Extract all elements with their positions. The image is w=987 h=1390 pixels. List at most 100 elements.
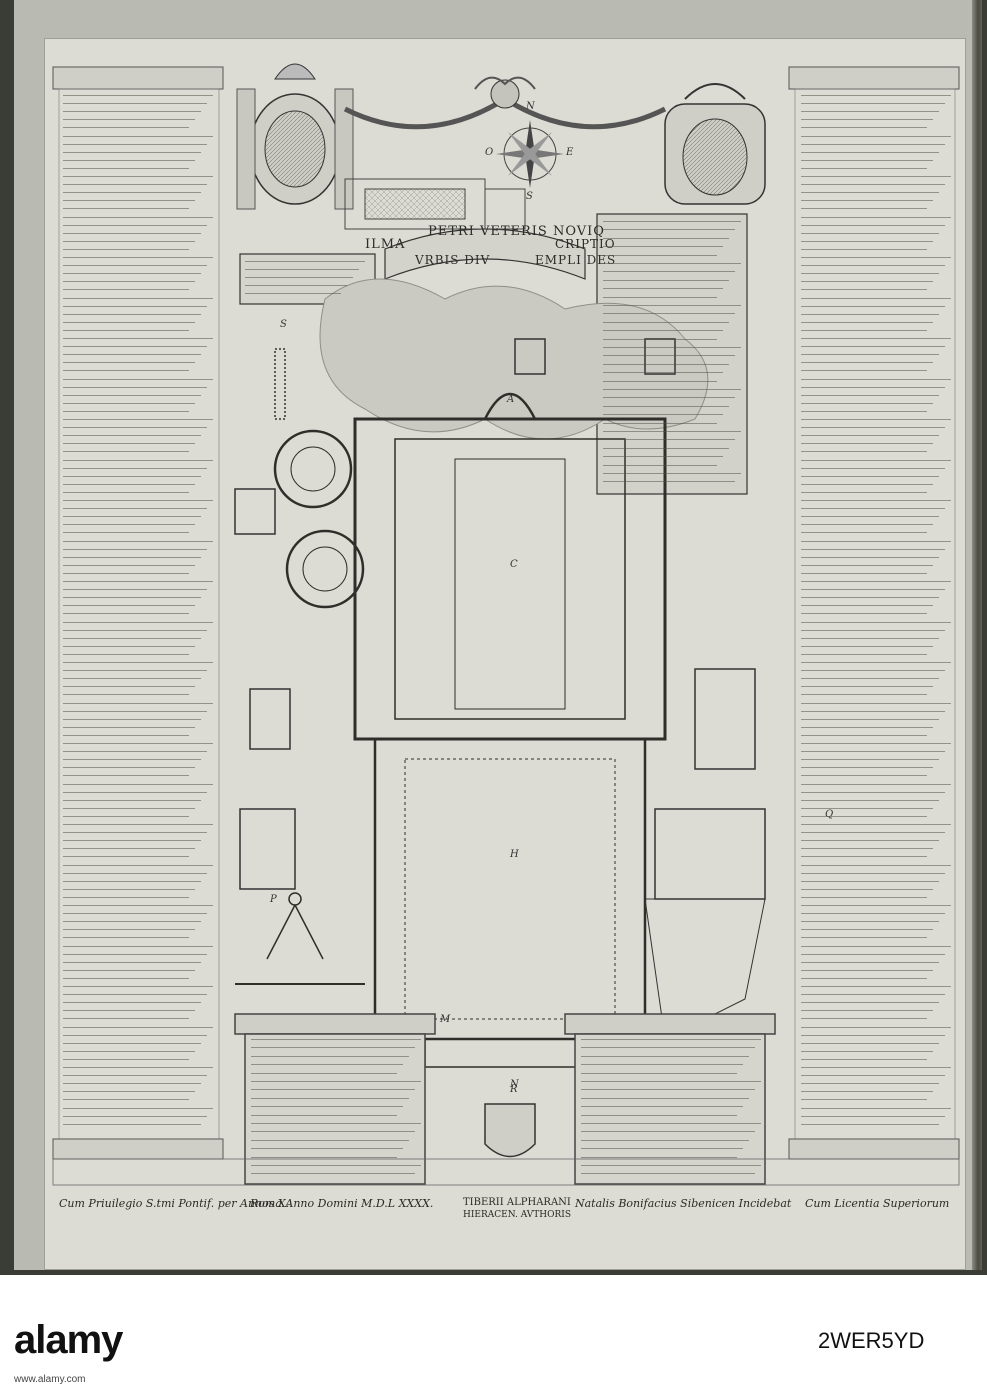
legend-text-row — [801, 467, 945, 469]
legend-text-row — [63, 1026, 213, 1028]
legend-text-row — [63, 257, 213, 258]
legend-text-row — [801, 856, 927, 858]
legend-text-row — [801, 937, 927, 939]
legend-text-row — [801, 686, 933, 688]
legend-text-row — [63, 516, 201, 518]
legend-text-row — [801, 192, 939, 194]
legend-text-row — [63, 783, 213, 785]
garland-ornament — [343, 76, 667, 130]
legend-text-row — [581, 1047, 755, 1049]
legend-text-row — [63, 305, 207, 307]
legend-text-row — [581, 1139, 749, 1141]
legend-text-row — [801, 524, 933, 526]
legend-text-row — [801, 840, 939, 842]
legend-text-row — [801, 500, 951, 501]
legend-text-row — [251, 1047, 415, 1049]
legend-text-row — [63, 451, 189, 453]
legend-text-row — [251, 1089, 415, 1091]
legend-text-row — [63, 362, 195, 364]
legend-text-row — [603, 464, 717, 466]
legend-text-row — [603, 288, 723, 290]
legend-text-row — [245, 277, 353, 278]
legend-text-row — [801, 1010, 933, 1012]
legend-text-row — [63, 540, 213, 542]
legend-text-row — [801, 832, 945, 834]
legend-text-row — [581, 1072, 737, 1074]
legend-text-row — [63, 338, 213, 339]
footer-engraver: Natalis Bonifacius Sibenicen Incidebat — [575, 1197, 792, 1210]
legend-text-row — [63, 775, 189, 777]
dividers-instrument — [235, 892, 365, 985]
legend-text-row — [801, 386, 945, 388]
legend-text-row — [603, 481, 735, 483]
legend-text-row — [63, 751, 207, 753]
legend-text-row — [801, 597, 939, 599]
legend-text-row — [801, 791, 945, 793]
legend-text-row — [63, 103, 207, 105]
papal-coat-of-arms — [236, 63, 354, 210]
legend-text-row — [63, 475, 201, 477]
legend-text-row — [63, 702, 213, 704]
legend-text-row — [801, 581, 951, 582]
legend-text-row — [63, 467, 207, 469]
legend-text-row — [801, 1123, 939, 1125]
legend-text-row — [63, 370, 189, 372]
legend-text-row — [63, 734, 189, 736]
title-left: ILMA — [365, 237, 406, 252]
legend-text-row — [63, 629, 207, 631]
legend-text-row — [63, 686, 195, 688]
legend-text-row — [63, 281, 195, 283]
basilica-plan-drawing — [52, 63, 960, 1186]
legend-text-row — [63, 1083, 201, 1085]
legend-text-row — [603, 456, 723, 458]
plan-letter-r: R — [510, 1084, 518, 1095]
right-legend-column — [788, 66, 960, 1160]
legend-text-row — [63, 953, 207, 955]
page-edge — [972, 0, 982, 1270]
legend-text-row — [63, 313, 201, 315]
legend-text-row — [63, 824, 213, 825]
legend-text-row — [245, 285, 347, 286]
legend-text-row — [801, 305, 945, 307]
legend-text-row — [801, 143, 945, 145]
legend-text-row — [801, 759, 939, 761]
legend-text-row — [63, 248, 189, 250]
legend-text-row — [801, 176, 951, 177]
legend-text-row — [603, 263, 741, 264]
legend-text-row — [63, 321, 195, 323]
legend-text-row — [603, 246, 723, 248]
legend-text-row — [245, 293, 341, 294]
author-seal — [484, 1103, 536, 1158]
legend-text-row — [603, 405, 729, 407]
legend-text-row — [63, 621, 213, 623]
legend-text-row — [801, 799, 939, 801]
legend-text-row — [63, 273, 201, 275]
plan-letter-c: C — [510, 559, 518, 570]
legend-text-row — [63, 888, 195, 890]
legend-text-row — [801, 321, 933, 323]
legend-text-row — [801, 362, 933, 364]
left-legend-column — [52, 66, 224, 1160]
legend-text-row — [801, 127, 927, 129]
legend-text-row — [801, 710, 945, 712]
legend-text-row — [63, 167, 189, 169]
legend-text-row — [801, 824, 951, 825]
legend-text-row — [63, 864, 213, 866]
legend-text-row — [63, 645, 195, 647]
legend-text-row — [801, 103, 945, 105]
legend-text-row — [801, 864, 951, 866]
legend-text-row — [801, 807, 933, 809]
legend-text-row — [63, 799, 201, 801]
legend-text-row — [63, 143, 207, 145]
plan-letter-p: P — [270, 894, 277, 905]
legend-text-row — [63, 1067, 213, 1068]
legend-text-row — [63, 856, 189, 858]
legend-text-row — [63, 880, 201, 882]
legend-text-row — [603, 431, 741, 432]
legend-text-row — [251, 1165, 421, 1166]
legend-text-row — [63, 184, 207, 186]
legend-text-row — [63, 346, 207, 348]
legend-text-row — [63, 127, 189, 129]
legend-text-row — [63, 95, 213, 96]
legend-text-row — [63, 111, 201, 113]
